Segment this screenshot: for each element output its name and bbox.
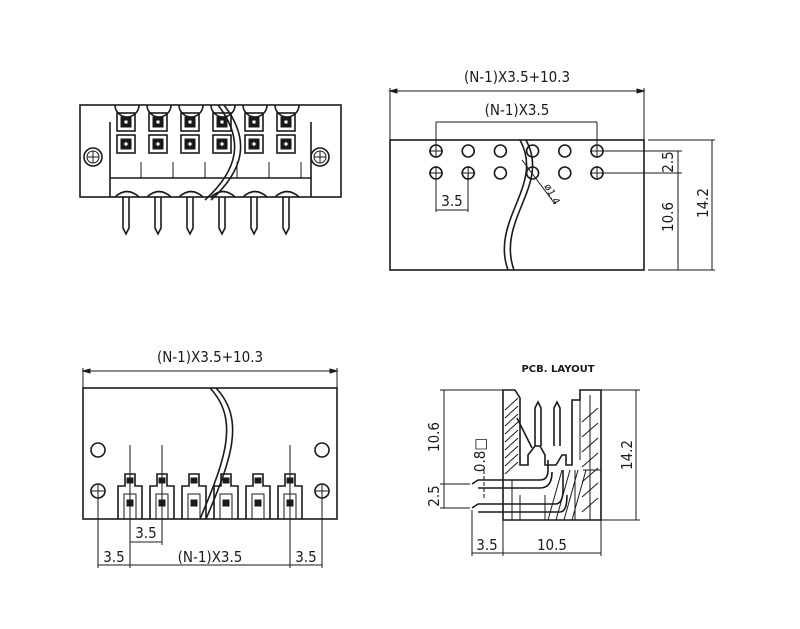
side-horizontal-pins: [471, 460, 564, 509]
front-pin: [282, 197, 290, 236]
front-pin: [186, 197, 194, 236]
hatch-line: [504, 421, 519, 435]
pin-pad: [190, 499, 198, 507]
terminal-square-icon: [244, 112, 264, 132]
pcb-left-offset-label: 3.5: [103, 548, 124, 566]
hole-icon: [493, 144, 508, 158]
pin-pad: [222, 477, 230, 484]
screw-icon-left: [83, 147, 103, 167]
mount-hole-icon: [90, 442, 106, 458]
screw-icon-right: [310, 147, 330, 167]
terminal-square-icon: [276, 134, 296, 154]
top-wire: [503, 139, 528, 271]
hatch-line: [504, 405, 519, 419]
pcb-body: [82, 387, 338, 520]
terminal-square-icon: [276, 112, 296, 132]
top-height-total-label: 14.2: [694, 188, 712, 218]
terminal-square-icon: [212, 134, 232, 154]
pin-pad: [190, 477, 198, 484]
front-pin: [250, 197, 258, 236]
top-hole-dia-label: ø1.4: [541, 182, 561, 207]
hatch-line: [563, 469, 579, 521]
side-pin-size-label: 0.8□: [471, 438, 489, 472]
front-arch: [114, 190, 140, 198]
front-flange: [79, 104, 342, 198]
pcb-pin-outline: [213, 473, 239, 519]
terminal-square-icon: [148, 134, 168, 154]
front-arch: [274, 190, 300, 198]
top-row-spacing-label: 2.5: [659, 151, 677, 172]
hatch-line: [504, 397, 519, 411]
front-wire: [204, 104, 236, 201]
hatch-line: [504, 413, 519, 427]
terminal-square-icon: [148, 112, 168, 132]
front-arch: [210, 190, 236, 198]
pcb-overall-width-label: (N-1)X3.5+10.3: [157, 348, 263, 366]
hatch-line: [571, 469, 587, 521]
pin-pad: [254, 477, 262, 484]
top-view: (N-1)X3.5+10.3 (N-1)X3.5 3.5 ø1.4 2.5 10…: [388, 68, 715, 271]
front-arch: [178, 190, 204, 198]
pcb-pin-outline: [181, 473, 207, 519]
terminal-square-icon: [212, 112, 232, 132]
side-height-upper-label: 10.6: [425, 422, 443, 452]
pcb-pitch-label: 3.5: [135, 524, 156, 542]
front-scallops: [114, 104, 300, 118]
top-pitch-label: 3.5: [441, 192, 462, 210]
side-body-outline: [502, 389, 602, 521]
terminal-square-icon: [180, 112, 200, 132]
hatch-line: [504, 437, 519, 451]
top-overall-width-label: (N-1)X3.5+10.3: [464, 68, 570, 86]
hole-crosshair: [429, 144, 443, 158]
pin-pad: [222, 499, 230, 507]
hatch-line: [504, 445, 519, 459]
pcb-wire: [199, 387, 228, 520]
hole-icon: [557, 144, 572, 158]
hole-icon: [493, 166, 508, 180]
mount-hole-icon: [90, 483, 106, 499]
terminal-square-icon: [180, 134, 200, 154]
mount-hole-icon: [314, 483, 330, 499]
pcb-pin-outline: [245, 473, 271, 519]
pcb-pitch-span-label: (N-1)X3.5: [178, 548, 243, 566]
hatch-line: [504, 461, 519, 475]
mount-hole-icon: [314, 442, 330, 458]
side-height-total-label: 14.2: [618, 440, 636, 470]
front-body-sides: [109, 122, 312, 197]
front-pin: [218, 197, 226, 236]
side-view-title: PCB. LAYOUT: [521, 364, 594, 375]
hole-crosshair: [590, 166, 604, 180]
front-pins: [122, 197, 290, 236]
hole-icon: [557, 166, 572, 180]
front-pin: [122, 197, 130, 236]
top-holes: [429, 144, 604, 180]
hole-crosshair: [590, 144, 604, 158]
top-height-low-label: 10.6: [659, 202, 677, 232]
hole-icon: [461, 144, 476, 158]
top-body: [389, 139, 645, 271]
pcb-right-offset-label: 3.5: [295, 548, 316, 566]
side-view: PCB. LAYOUT 10.6 0.8□ 2.5 14.2 3.5 10.5: [425, 364, 640, 556]
front-arch: [146, 190, 172, 198]
terminal-square-icon: [116, 134, 136, 154]
pin-pad: [254, 499, 262, 507]
hatch-line: [504, 453, 519, 467]
side-row-spacing-label: 2.5: [425, 485, 443, 506]
side-depth-label: 10.5: [537, 536, 567, 554]
front-pin: [154, 197, 162, 236]
side-offset-label: 3.5: [476, 536, 497, 554]
top-pitch-span-label: (N-1)X3.5: [485, 101, 550, 119]
front-arch: [242, 190, 268, 198]
side-vertical-pins: [534, 400, 561, 446]
hatch-line: [504, 429, 519, 443]
front-view: [79, 104, 342, 236]
front-terminal-cells: [114, 112, 302, 198]
pcb-view: (N-1)X3.5+10.3 3.5 3.5 (N-1)X3.5 3.5: [81, 348, 339, 568]
terminal-square-icon: [116, 112, 136, 132]
terminal-square-icon: [244, 134, 264, 154]
